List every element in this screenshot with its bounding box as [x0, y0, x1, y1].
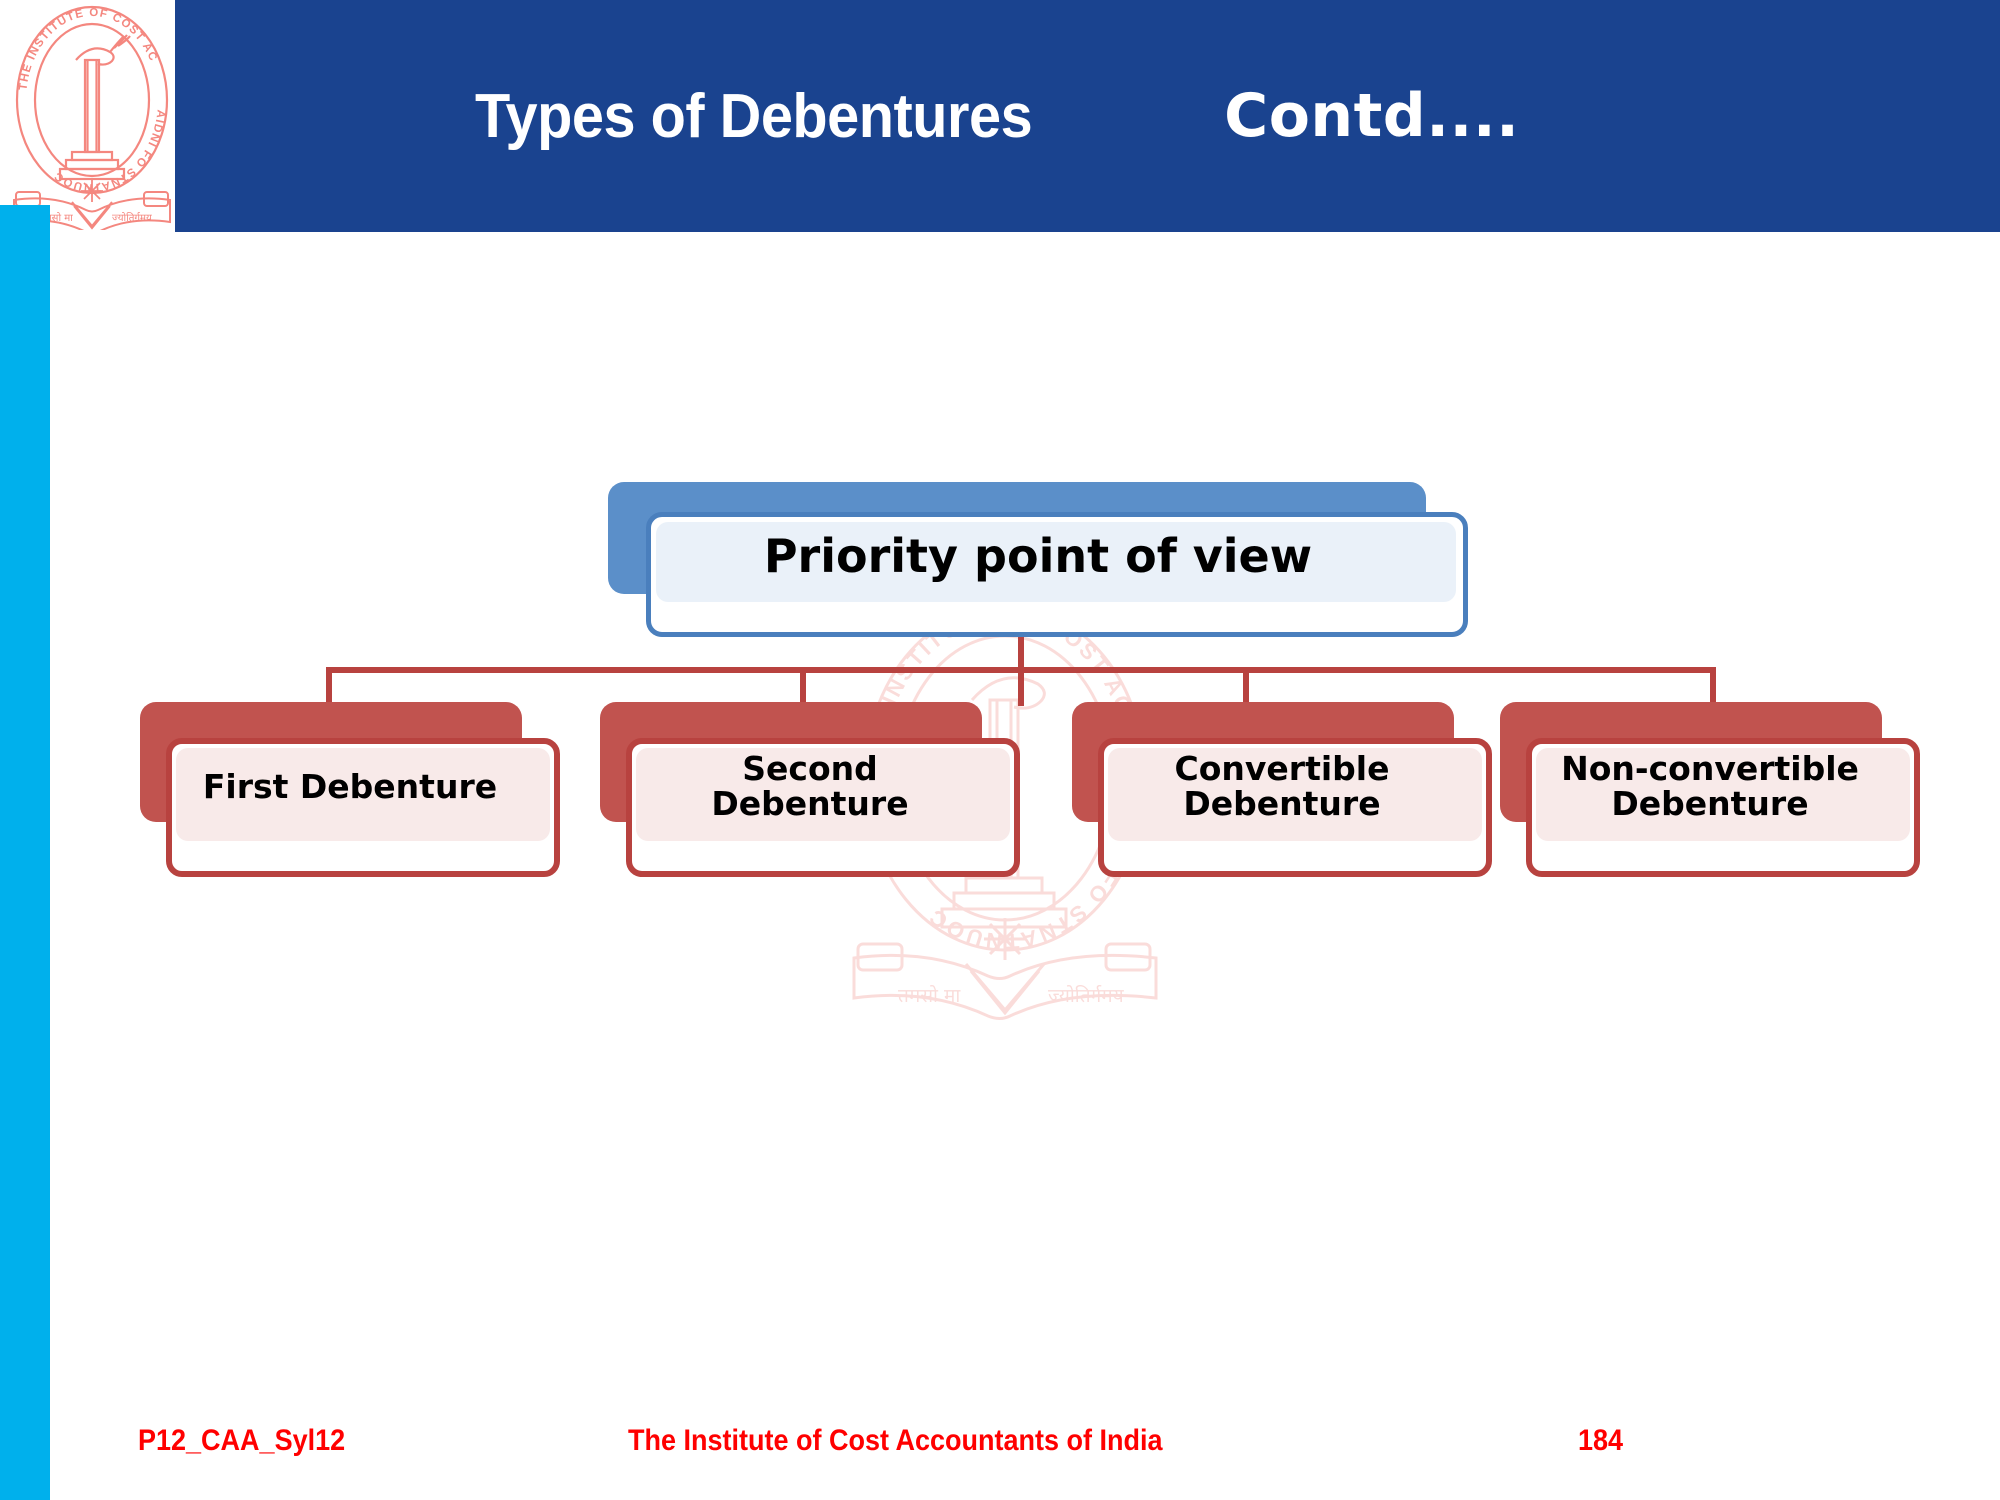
slide-footer: P12_CAA_Syl12 The Institute of Cost Acco…: [0, 1410, 2000, 1500]
footer-subject-code: P12_CAA_Syl12: [138, 1424, 346, 1457]
node-label-second-debenture: Second Debenture: [711, 749, 909, 823]
node-label-non-convertible-debenture: Non-convertible Debenture: [1561, 749, 1859, 823]
diagram-node-second-debenture[interactable]: Second Debenture: [600, 702, 1020, 877]
connector-drop-4: [1710, 667, 1716, 722]
node-inner-band: [1108, 748, 1482, 841]
diagram-node-non-convertible-debenture[interactable]: Non-convertible Debenture: [1500, 702, 1920, 877]
connector-horizontal-bus: [326, 667, 1716, 673]
node-inner-band: [656, 522, 1456, 602]
header-bar: [175, 0, 2000, 232]
node-inner-band: [1536, 748, 1910, 841]
header-title-row: Types of Debentures Contd....: [175, 0, 2000, 232]
connector-drop-3: [1243, 667, 1249, 722]
node-label-root: Priority point of view: [763, 529, 1313, 583]
footer-page-number: 184: [1578, 1424, 1624, 1457]
connector-drop-1: [326, 667, 332, 722]
node-inner-band: [636, 748, 1010, 841]
diagram-node-convertible-debenture[interactable]: Convertible Debenture: [1072, 702, 1492, 877]
node-label-convertible-debenture: Convertible Debenture: [1174, 749, 1390, 823]
diagram-node-root[interactable]: Priority point of view: [608, 482, 1468, 637]
left-accent-bar: [0, 205, 50, 1500]
page-title-continued: Contd....: [1224, 81, 1520, 151]
node-inner-band: [176, 748, 550, 841]
page-title: Types of Debentures: [475, 81, 1033, 151]
diagram-node-first-debenture[interactable]: First Debenture: [140, 702, 560, 877]
footer-institute-name: The Institute of Cost Accountants of Ind…: [628, 1424, 1163, 1457]
svg-text:ज्योतिर्गमय: ज्योतिर्गमय: [112, 212, 152, 224]
institute-seal-logo: THE INSTITUTE OF COST AC AIDNI FO STNATN…: [8, 2, 176, 235]
connector-drop-2: [800, 667, 806, 722]
node-label-first-debenture: First Debenture: [202, 767, 498, 806]
